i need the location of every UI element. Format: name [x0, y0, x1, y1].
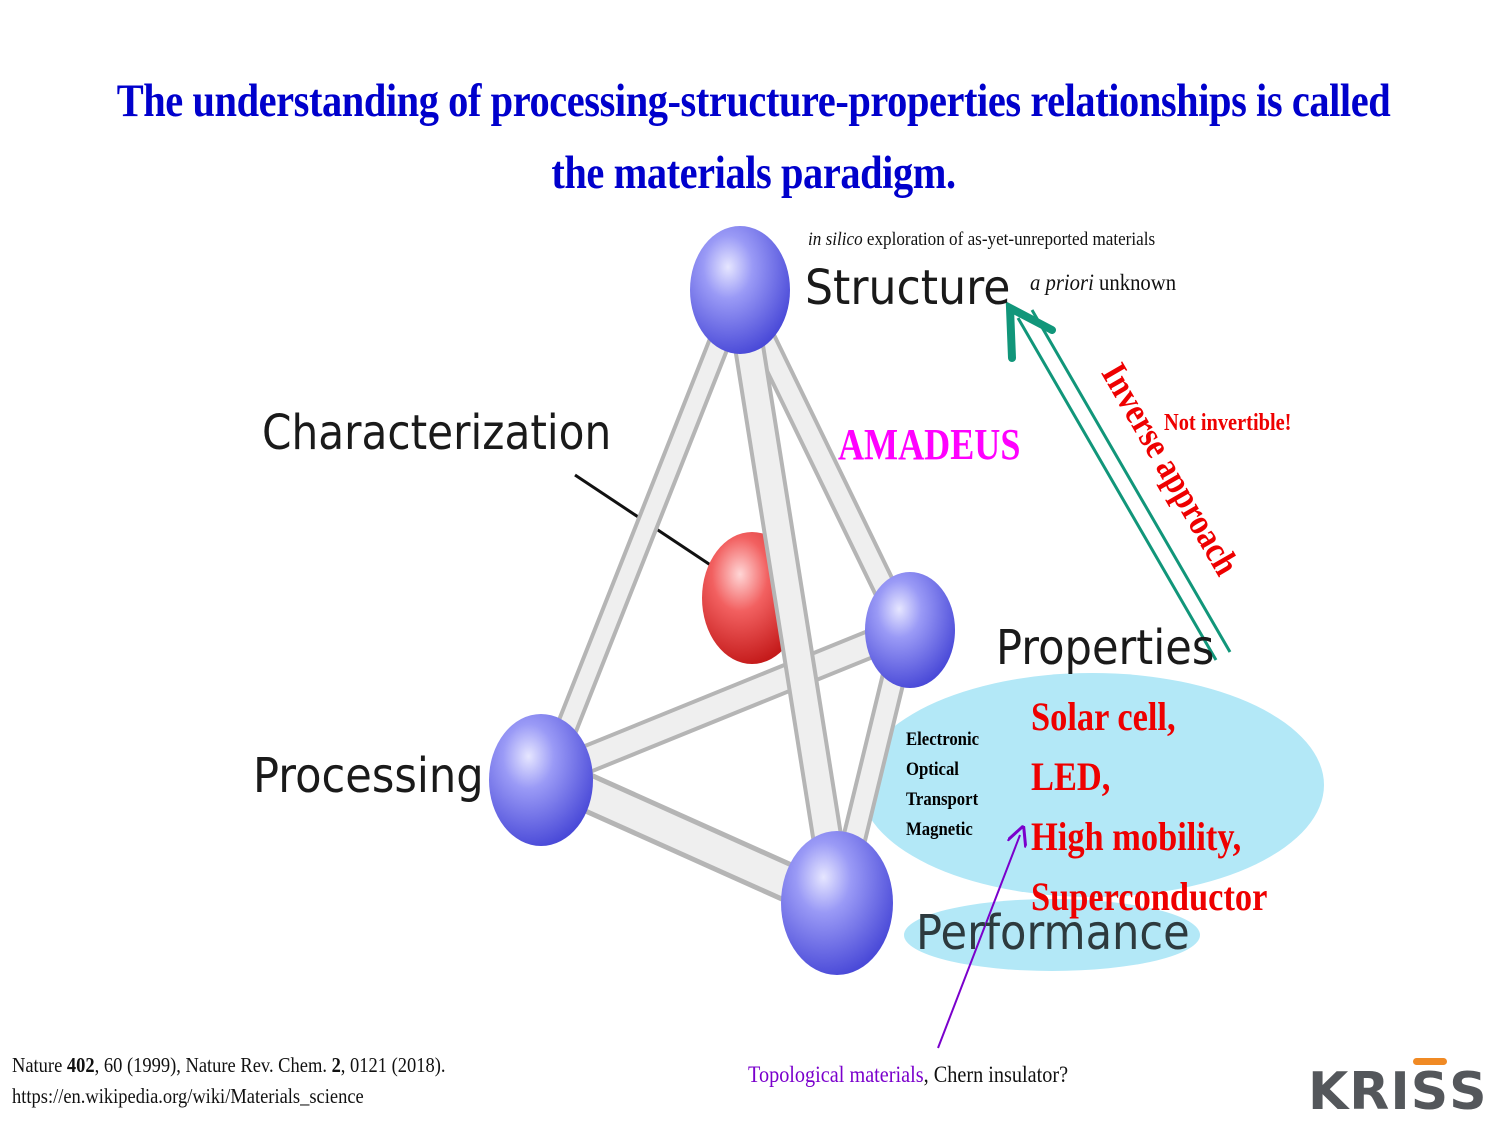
in-silico-rest: exploration of as-yet-unreported materia…: [862, 229, 1156, 250]
application-superconductor: Superconductor: [1031, 874, 1268, 919]
kriss-logo-text: KRI: [1308, 1062, 1411, 1122]
in-silico-italic: in silico: [808, 229, 863, 250]
title-line-2: the materials paradigm.: [551, 147, 956, 199]
reference-line-2: https://en.wikipedia.org/wiki/Materials_…: [12, 1084, 364, 1108]
kriss-logo-accent-bar: [1412, 1058, 1448, 1065]
topological-materials-text: Topological materials: [748, 1062, 924, 1087]
in-silico-note: in silico exploration of as-yet-unreport…: [808, 229, 1155, 251]
not-invertible-label: Not invertible!: [1164, 410, 1292, 436]
inverse-arrow: [1005, 301, 1232, 661]
ref-part: , 60 (1999), Nature Rev. Chem.: [94, 1053, 332, 1077]
performance-label: Performance: [916, 905, 1190, 961]
properties-label: Properties: [996, 620, 1215, 676]
a-priori-rest: unknown: [1093, 270, 1177, 295]
application-led: LED,: [1031, 754, 1111, 799]
processing-sphere: [489, 714, 593, 846]
property-type-magnetic: Magnetic: [906, 819, 973, 840]
applications-list: Solar cell, LED, High mobility, Supercon…: [1031, 687, 1267, 927]
structure-sphere: [690, 226, 790, 354]
performance-sphere: [781, 831, 893, 975]
topological-arrow: [937, 835, 1020, 1049]
characterization-label: Characterization: [262, 405, 612, 461]
topological-note: Topological materials, Chern insulator?: [748, 1062, 1068, 1088]
property-type-electronic: Electronic: [906, 729, 980, 750]
kriss-logo-s1: S: [1410, 1058, 1450, 1122]
application-solar-cell: Solar cell,: [1031, 694, 1176, 739]
ref-volume-bold: 2: [331, 1053, 341, 1077]
kriss-logo-s1-letter: S: [1410, 1062, 1450, 1122]
a-priori-note: a priori unknown: [1030, 270, 1176, 296]
ref-part: Nature: [12, 1053, 67, 1077]
amadeus-label: AMADEUS: [838, 420, 1021, 469]
kriss-logo-s2: S: [1449, 1062, 1488, 1122]
performance-ellipse: [904, 899, 1200, 971]
application-high-mobility: High mobility,: [1031, 814, 1242, 859]
chern-insulator-text: , Chern insulator?: [923, 1062, 1069, 1087]
a-priori-italic: a priori: [1030, 270, 1094, 295]
title-line-1: The understanding of processing-structur…: [116, 75, 1391, 127]
structure-label: Structure: [805, 260, 1011, 316]
properties-sphere: [865, 572, 955, 688]
properties-ellipse: [860, 673, 1324, 897]
processing-label: Processing: [253, 748, 484, 804]
property-types-list: Electronic Optical Transport Magnetic: [906, 725, 979, 845]
reference-line-1: Nature 402, 60 (1999), Nature Rev. Chem.…: [12, 1053, 446, 1078]
property-type-transport: Transport: [906, 789, 979, 810]
ref-part: , 0121 (2018).: [340, 1053, 446, 1077]
ref-volume-bold: 402: [66, 1053, 95, 1077]
property-type-optical: Optical: [906, 759, 959, 780]
